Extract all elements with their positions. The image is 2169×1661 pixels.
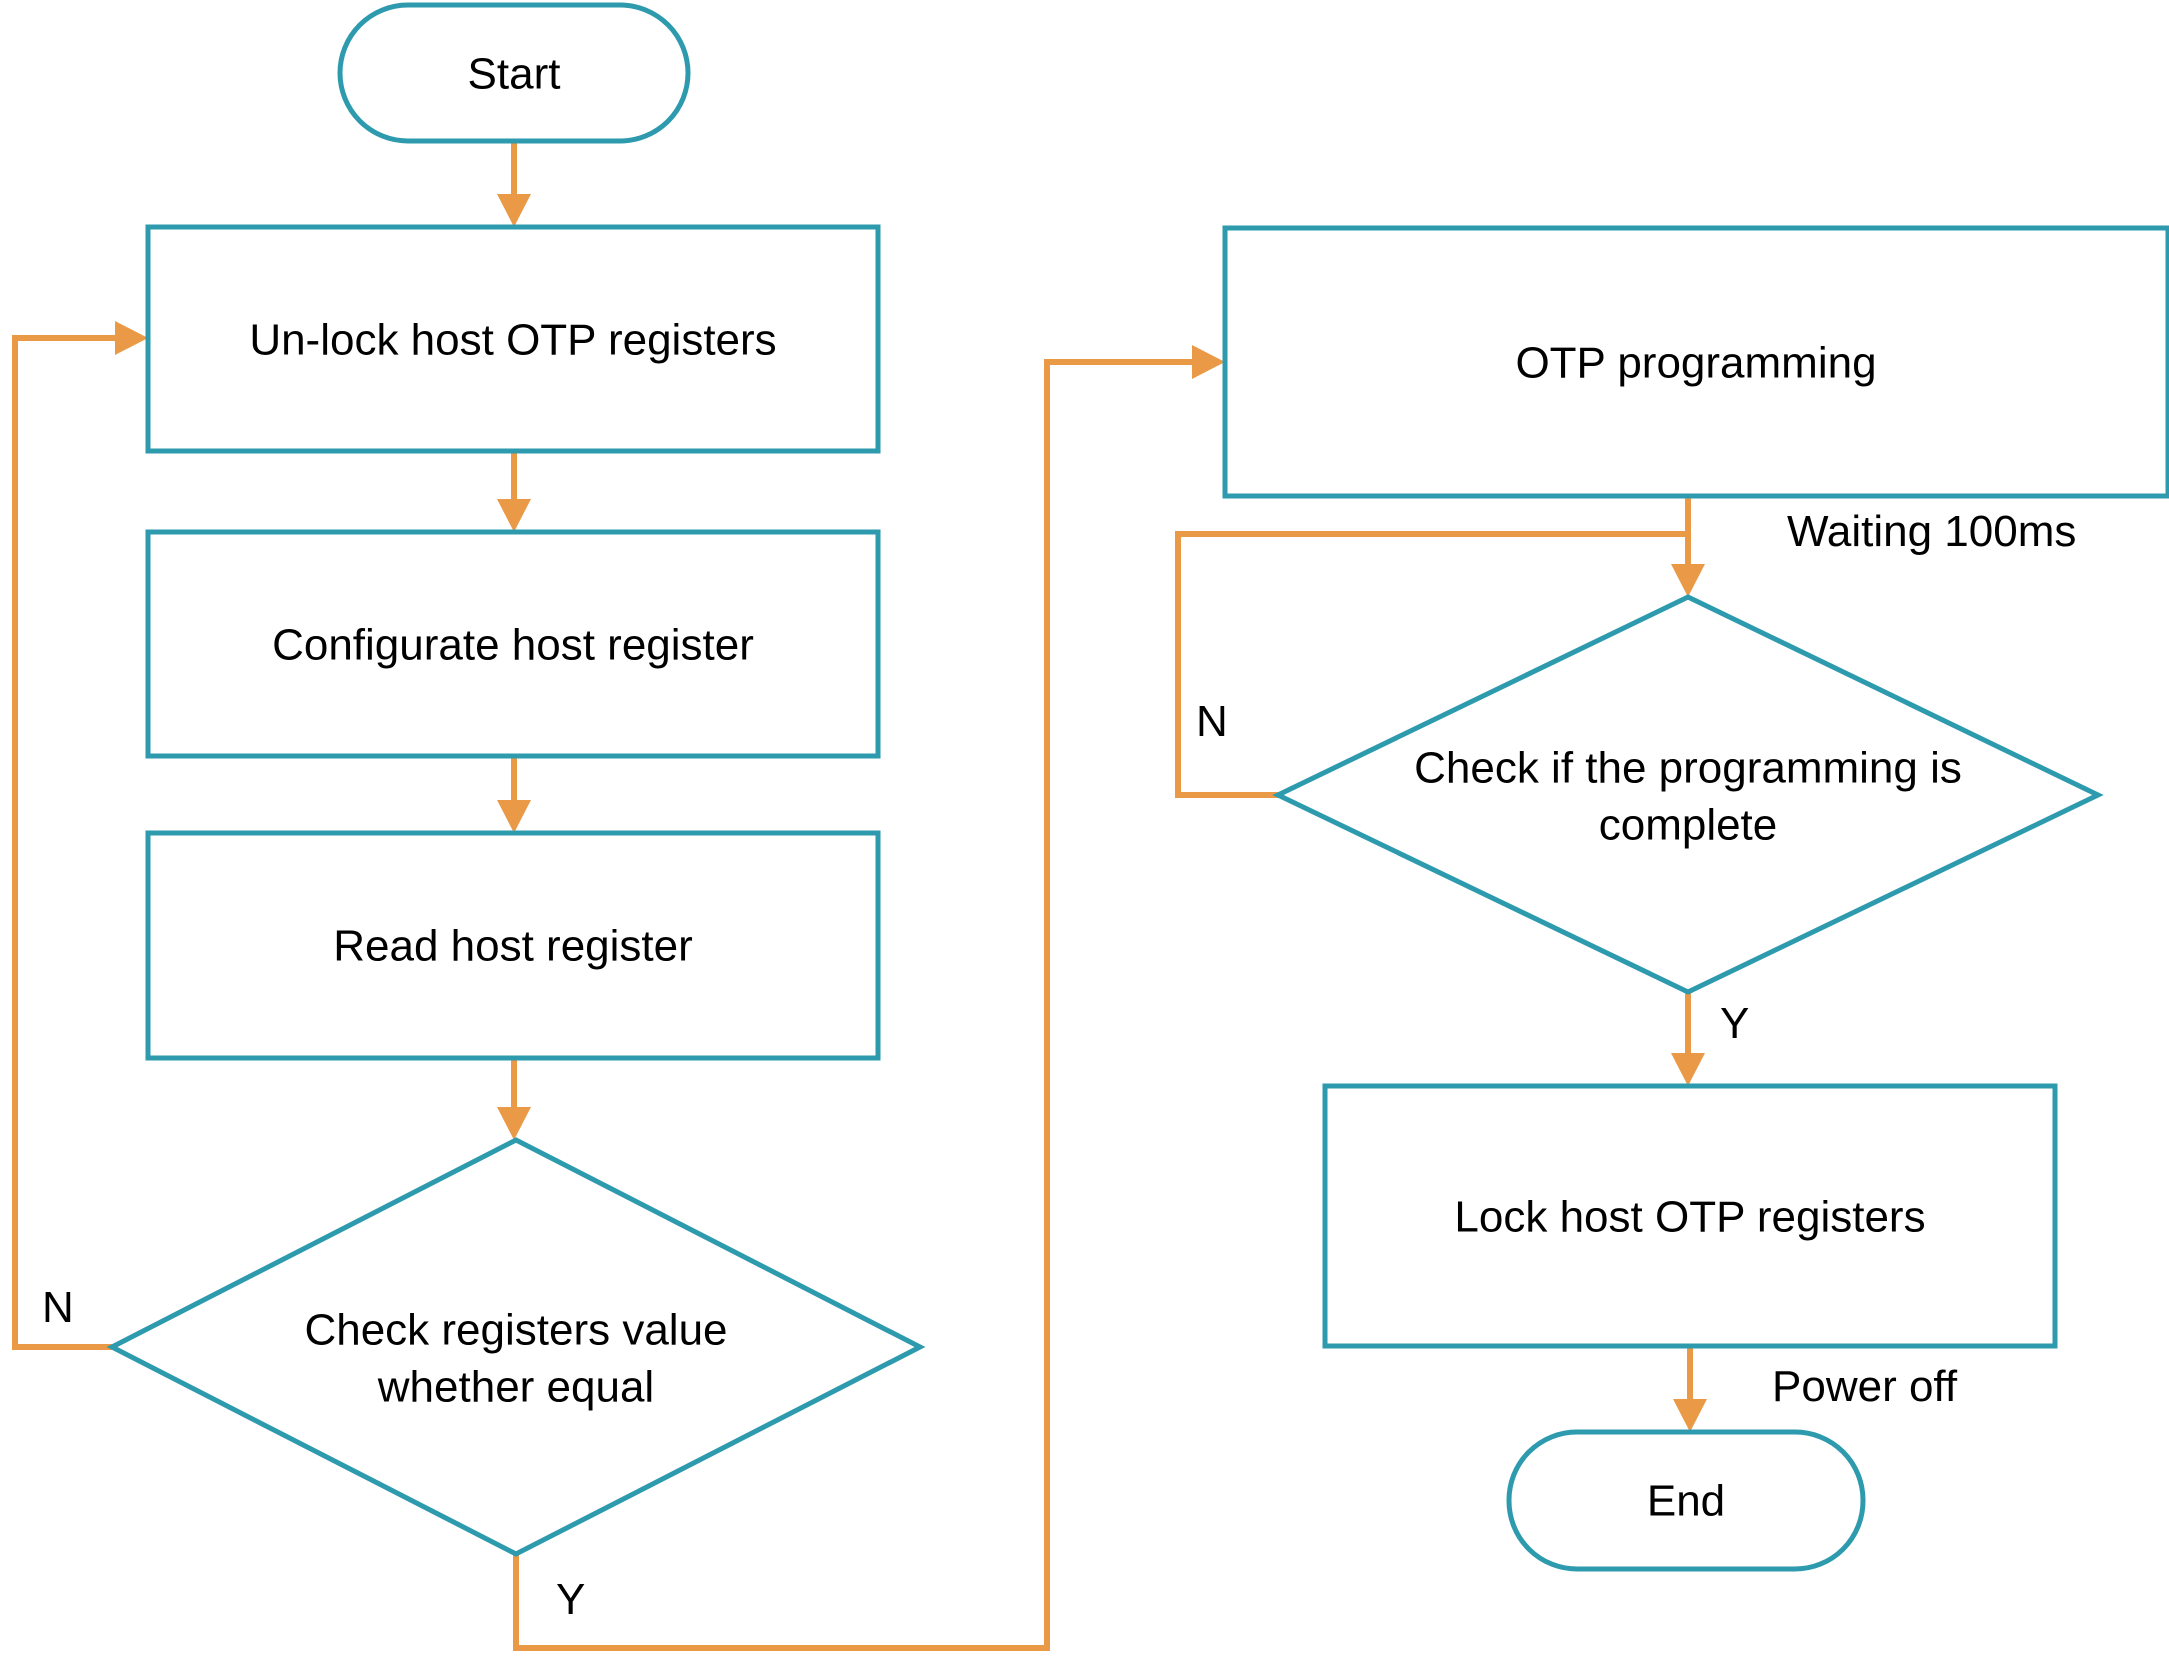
edges [12, 141, 1707, 1651]
power-off-label: Power off [1772, 1362, 1958, 1411]
arrowhead-down-icon [1671, 564, 1705, 597]
check-complete-diamond [1272, 594, 2104, 995]
configurate-node [145, 529, 881, 759]
y-label-check-registers: Y [556, 1575, 585, 1624]
check-complete-label-line2: complete [1599, 801, 1778, 850]
arrowhead-down-icon [1671, 1053, 1705, 1086]
otp-programming-label: OTP programming [1515, 339, 1876, 388]
check-registers-label-line1: Check registers value [304, 1306, 727, 1355]
configurate-label: Configurate host register [272, 621, 754, 670]
n-label-check-complete: N [1196, 697, 1228, 746]
start-label: Start [468, 50, 561, 99]
nodes: Start Un-lock host OTP registers Configu… [106, 2, 2169, 1572]
unlock-node [145, 224, 881, 454]
arrowhead-down-icon [497, 194, 531, 227]
arrowhead-down-icon [497, 1107, 531, 1140]
check-complete-label-line1: Check if the programming is [1414, 744, 1962, 793]
check-registers-label-line2: whether equal [377, 1363, 654, 1412]
arrowhead-right-icon [1192, 345, 1225, 379]
edge-check-registers-y-to-otp [513, 359, 1195, 1651]
n-label-check-registers: N [42, 1283, 74, 1332]
edge-labels: N Y Waiting 100ms N Y Power off [42, 507, 2076, 1624]
lock-node [1322, 1083, 2058, 1349]
arrowhead-right-icon [115, 321, 148, 355]
lock-label: Lock host OTP registers [1454, 1193, 1925, 1242]
read-label: Read host register [333, 922, 693, 971]
arrowhead-down-icon [497, 800, 531, 833]
check-registers-diamond [106, 1137, 926, 1557]
waiting-100ms-label: Waiting 100ms [1787, 507, 2076, 556]
edge-check-registers-n-loop [12, 335, 118, 1350]
otp-programming-node [1222, 225, 2169, 499]
y-label-check-complete: Y [1720, 999, 1749, 1048]
read-node [145, 830, 881, 1061]
unlock-label: Un-lock host OTP registers [249, 316, 776, 365]
arrowhead-down-icon [1673, 1399, 1707, 1432]
edge-check-complete-n-loop [1175, 531, 1688, 798]
start-node [337, 2, 691, 144]
arrowhead-down-icon [497, 499, 531, 532]
end-label: End [1647, 1477, 1725, 1526]
end-node [1506, 1429, 1866, 1572]
